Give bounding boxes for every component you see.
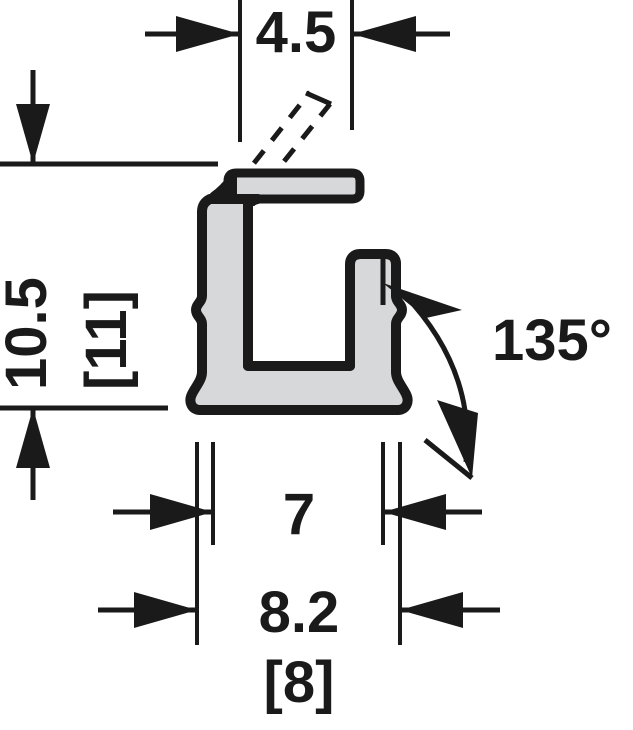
arrowhead-outer-right [400, 592, 463, 628]
arrowhead-angle-upper [383, 283, 462, 318]
dimension-angle-group: 135° [380, 250, 612, 480]
dashed-leader-line-outer [234, 90, 312, 188]
arrowhead-height-lower [16, 408, 50, 468]
dimension-height-group: 10.5 [11] [0, 70, 218, 500]
profile-corner-notch [209, 173, 237, 201]
arrowhead-top-left [176, 16, 240, 52]
dimension-label-outer-width-alt: [8] [264, 650, 335, 715]
arrowhead-top-right [352, 16, 416, 52]
arrowhead-inner-left [150, 494, 213, 530]
profile-cross-section-shape [185, 168, 413, 415]
dimension-inner-width-group: 7 [113, 442, 482, 645]
dashed-bevel-leader-group [234, 90, 333, 188]
dimension-label-height: 10.5 [0, 277, 59, 390]
profile-inner-void [252, 206, 394, 362]
dimension-label-inner-width: 7 [283, 482, 315, 547]
arrowhead-inner-right [383, 494, 446, 530]
angle-reference-line-lower [423, 438, 474, 480]
dimension-top-width-group: 4.5 [145, 0, 450, 142]
dashed-leader-cap [304, 90, 333, 107]
dimension-label-outer-width: 8.2 [259, 580, 340, 645]
dimension-label-angle: 135° [492, 308, 612, 373]
dimension-label-top-width: 4.5 [256, 0, 337, 65]
profile-inner-edge [243, 197, 401, 371]
dimension-outer-width-group: 8.2 [8] [98, 580, 500, 715]
dimension-label-height-alt: [11] [74, 290, 139, 390]
arrowhead-height-upper [16, 104, 50, 164]
arrowhead-angle-lower [437, 400, 478, 478]
arrowhead-outer-left [134, 592, 197, 628]
